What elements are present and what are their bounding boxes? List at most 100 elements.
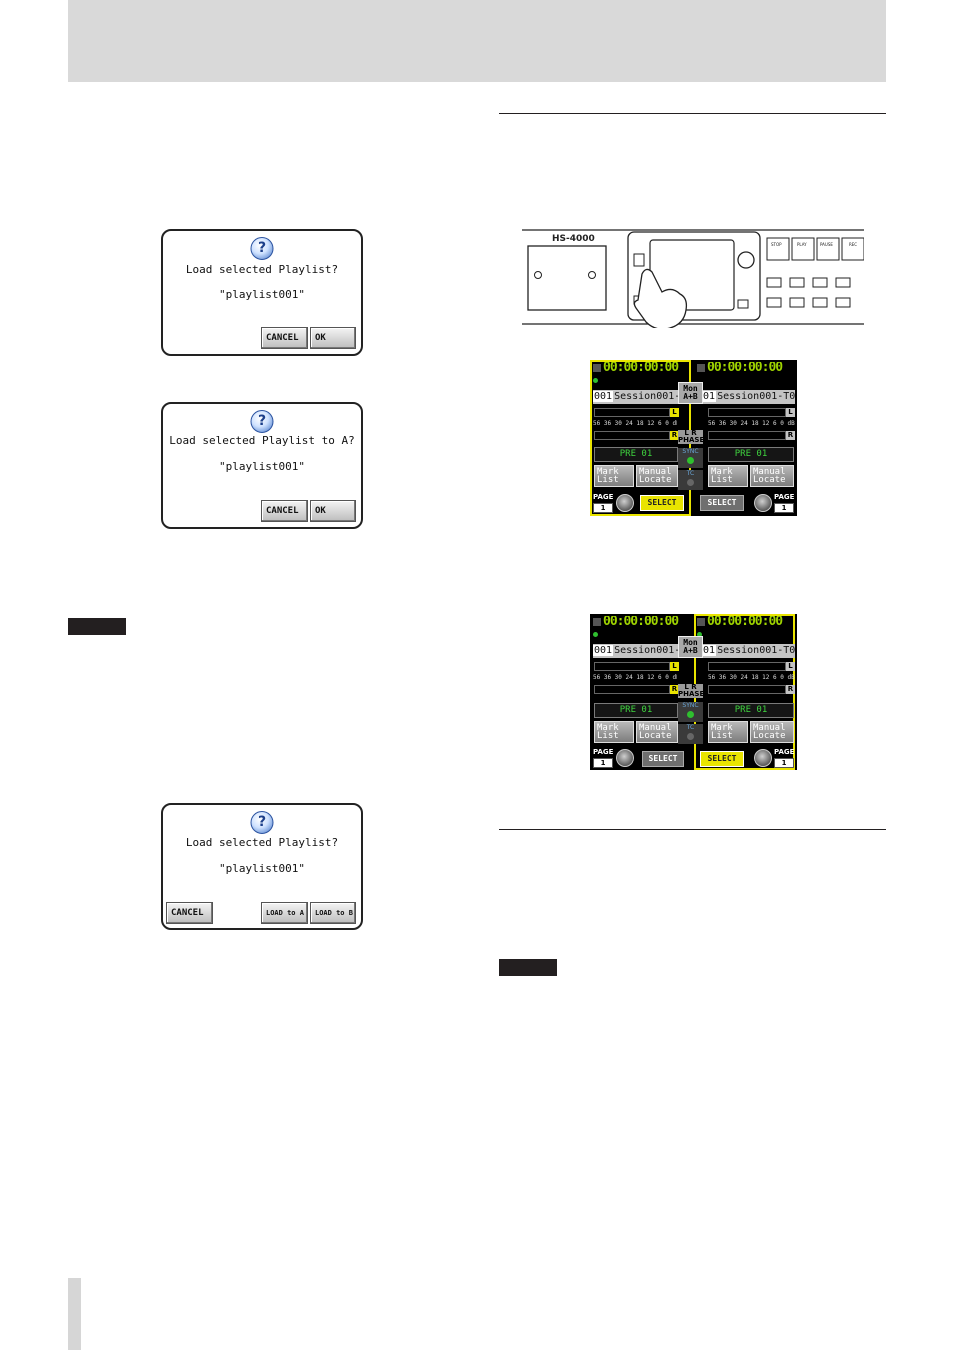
mark-list-button-a[interactable]: Mark List (594, 465, 634, 487)
cancel-button[interactable]: CANCEL (261, 327, 308, 349)
note-tag-left (68, 618, 126, 635)
ok-button[interactable]: OK (310, 327, 356, 349)
timecode-a: 00:00:00:00 (603, 616, 679, 628)
meter-label-r: R (786, 431, 795, 440)
meter-label-l: L (670, 662, 679, 671)
preset-display-b: PRE 01 (708, 447, 794, 462)
level-meter-r-b (708, 685, 786, 694)
section-rule-top (499, 113, 886, 114)
meter-label-l: L (786, 662, 795, 671)
question-icon: ? (250, 410, 274, 433)
dialog-playlist-name: "playlist001" (218, 460, 306, 473)
lr-phase-button[interactable]: L R PHASE (678, 683, 705, 698)
meter-label-l: L (670, 408, 679, 417)
load-playlist-to-a-dialog: ? Load selected Playlist to A? "playlist… (161, 402, 363, 529)
mark-list-button-a[interactable]: Mark List (594, 721, 634, 743)
question-icon: ? (250, 811, 274, 834)
preset-display-a: PRE 01 (594, 703, 678, 718)
level-meter-l-b (708, 662, 786, 671)
meter-scale-a: 56 36 30 24 18 12 6 0 dB (593, 420, 677, 427)
knob-icon[interactable] (754, 749, 772, 767)
load-playlist-ab-dialog: ? Load selected Playlist? "playlist001" … (161, 803, 363, 930)
device-model-label: HS-4000 (552, 234, 595, 244)
page-side-bar (68, 1278, 81, 1350)
load-to-b-button[interactable]: LOAD to B (310, 902, 356, 924)
recorder-screen-a-selected: 00:00:00:00 00:00:00:00 001Session001-T0… (590, 360, 797, 516)
load-to-a-button[interactable]: LOAD to A (261, 902, 308, 924)
sync-indicator: SYNC (678, 702, 703, 722)
timecode-b: 00:00:00:00 (707, 616, 783, 628)
status-led (593, 632, 598, 637)
meter-label-r: R (786, 685, 795, 694)
preset-display-b: PRE 01 (708, 703, 794, 718)
cancel-button[interactable]: CANCEL (166, 902, 213, 924)
meter-scale-b: 56 36 30 24 18 12 6 0 dB (708, 674, 795, 681)
lr-phase-button[interactable]: L R PHASE (678, 429, 705, 444)
monitor-a-b-button[interactable]: Mon A+B (678, 636, 703, 658)
monitor-a-b-button[interactable]: Mon A+B (678, 382, 703, 404)
manual-locate-button-b[interactable]: Manual Locate (750, 465, 794, 487)
knob-icon[interactable] (754, 494, 772, 512)
tc-status-indicator: TC (678, 724, 703, 744)
select-button-a[interactable]: SELECT (640, 495, 684, 511)
manual-locate-button-a[interactable]: Manual Locate (636, 721, 678, 743)
meter-label-l: L (786, 408, 795, 417)
tc-status-indicator: TC (678, 470, 703, 490)
knob-icon[interactable] (616, 494, 634, 512)
level-meter-l-b (708, 408, 786, 417)
status-led (697, 632, 702, 637)
load-playlist-dialog: ? Load selected Playlist? "playlist001" … (161, 229, 363, 356)
hs4000-front-panel-illustration: HS-4000 STOP PLAY PAUSE REC (522, 229, 864, 328)
tc-indicator (593, 364, 601, 372)
level-meter-r-a (594, 431, 670, 440)
meter-scale-b: 56 36 30 24 18 12 6 0 dB (708, 420, 795, 427)
tc-indicator (697, 364, 705, 372)
cancel-button[interactable]: CANCEL (261, 500, 308, 522)
timecode-b: 00:00:00:00 (707, 362, 783, 374)
dialog-message: Load selected Playlist to A? (169, 434, 355, 447)
dialog-playlist-name: "playlist001" (218, 288, 306, 301)
tc-led (687, 733, 694, 740)
select-button-b[interactable]: SELECT (700, 751, 744, 767)
meter-scale-a: 56 36 30 24 18 12 6 0 dB (593, 674, 677, 681)
mark-list-button-b[interactable]: Mark List (708, 465, 748, 487)
dialog-message: Load selected Playlist? (185, 836, 339, 849)
level-meter-r-a (594, 685, 670, 694)
timecode-a: 00:00:00:00 (603, 362, 679, 374)
knob-icon[interactable] (616, 749, 634, 767)
level-meter-l-a (594, 662, 670, 671)
status-led (593, 378, 598, 383)
select-button-b[interactable]: SELECT (700, 495, 744, 511)
select-button-a[interactable]: SELECT (642, 751, 684, 767)
level-meter-r-b (708, 431, 786, 440)
note-tag-right (499, 959, 557, 976)
tc-indicator (593, 618, 601, 626)
meter-label-r: R (670, 685, 679, 694)
pause-button-label: PAUSE (820, 242, 833, 247)
stop-button-label: STOP (771, 242, 782, 247)
page-header-band (68, 0, 886, 82)
level-meter-l-a (594, 408, 670, 417)
recorder-screen-b-selected: 00:00:00:00 00:00:00:00 001Session001-T0… (590, 614, 797, 770)
dialog-playlist-name: "playlist001" (218, 862, 306, 875)
mark-list-button-b[interactable]: Mark List (708, 721, 748, 743)
manual-locate-button-b[interactable]: Manual Locate (750, 721, 794, 743)
tc-led (687, 479, 694, 486)
preset-display-a: PRE 01 (594, 447, 678, 462)
manual-locate-button-a[interactable]: Manual Locate (636, 465, 678, 487)
meter-label-r: R (670, 431, 679, 440)
question-icon: ? (250, 237, 274, 260)
ok-button[interactable]: OK (310, 500, 356, 522)
sync-led (687, 711, 694, 718)
rec-button-label: REC (849, 242, 857, 247)
sync-indicator: SYNC (678, 448, 703, 468)
tc-indicator (697, 618, 705, 626)
